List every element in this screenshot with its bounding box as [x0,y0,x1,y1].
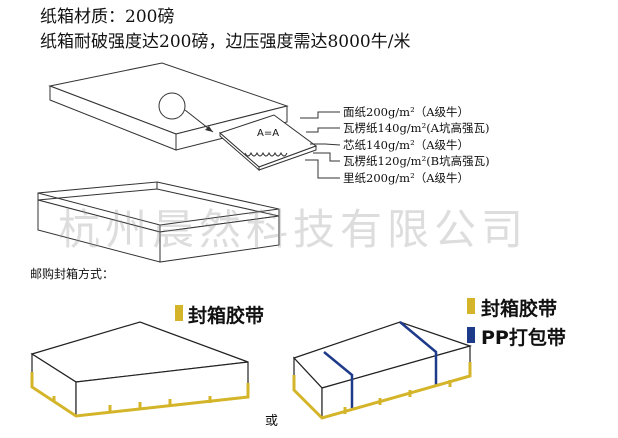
tape-marks-box1 [30,372,250,418]
tape-legend-label-2: 封箱胶带 [481,298,558,320]
section-label: A=A [257,128,280,139]
tape-legend-swatch [175,305,183,321]
layer-face-paper: 面纸200g/m²（A级牛） [343,105,470,119]
sealed-box-tape [30,321,249,418]
tape-marks-box2 [292,362,472,420]
layer-flute-a: 瓦楞纸140g/m²(A坑高强瓦) [343,121,490,135]
closed-box-drawing [48,62,289,151]
sealing-method-title: 邮购封箱方式： [30,267,115,281]
layer-leader-lines [300,111,341,179]
layer-inner-paper: 里纸200g/m²（A级牛） [343,171,470,185]
strength-spec: 纸箱耐破强度达200磅，边压强度需达8000牛/米 [40,32,411,52]
sealed-box-tape-pp [292,321,473,420]
material-spec: 纸箱材质：200磅 [40,7,175,27]
layer-core-paper: 芯纸140g/m²（A级牛） [343,138,470,152]
or-separator: 或 [265,414,279,429]
pp-straps-box2 [323,321,438,408]
company-watermark: 杭州晨然科技有限公司 [58,205,529,254]
layer-flute-b: 瓦楞纸120g/m²(B坑高强瓦) [343,154,490,168]
pp-legend-label: PP打包带 [481,327,566,349]
tape-legend-swatch-2 [467,298,475,314]
open-box-drawing [37,181,280,263]
tape-legend-label: 封箱胶带 [188,305,265,327]
detail-circle [158,92,186,120]
cross-section-drawing [219,114,318,172]
pp-legend-swatch [467,327,475,343]
